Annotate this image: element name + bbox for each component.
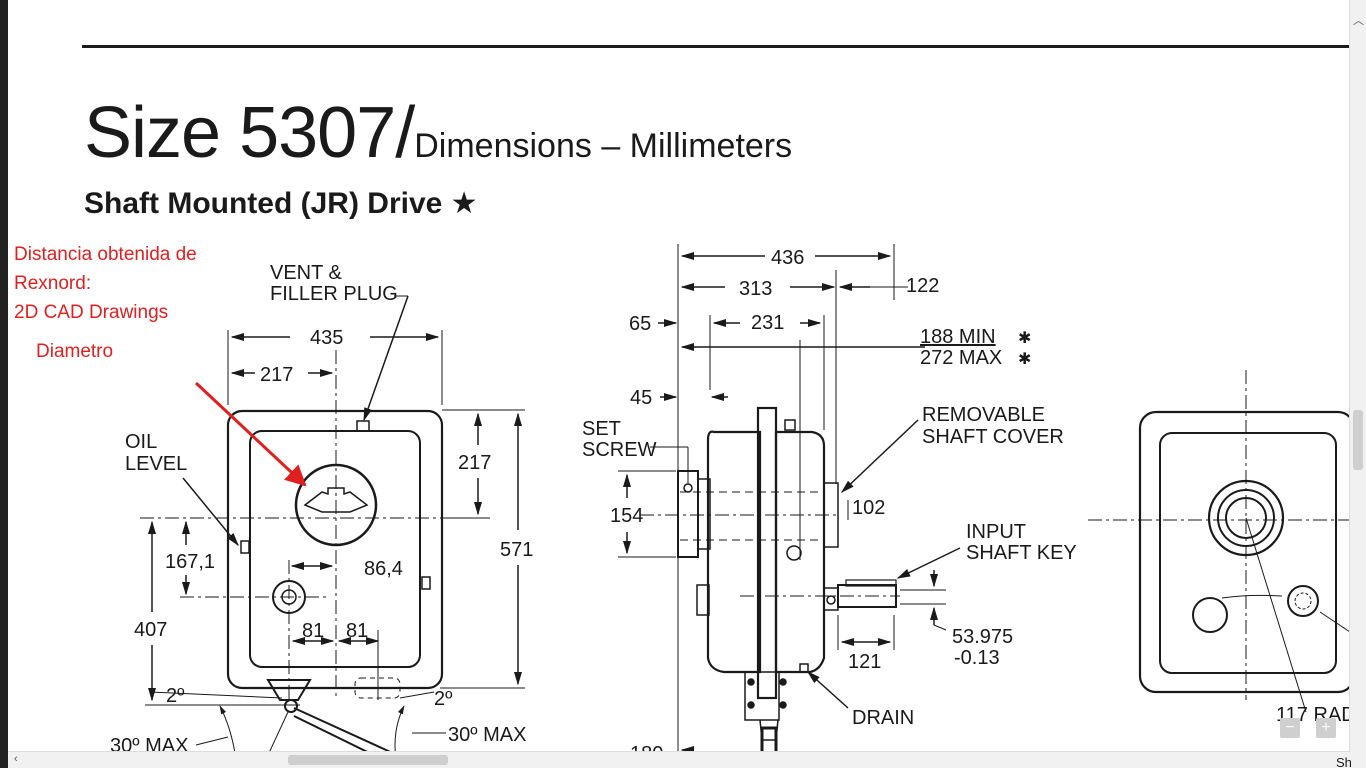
- oil-label-2: LEVEL: [125, 453, 187, 475]
- dim-231: 231: [751, 312, 784, 334]
- dim-65: 65: [629, 313, 651, 335]
- input-key-label-1: INPUT: [966, 521, 1026, 543]
- side-view: [618, 244, 961, 768]
- input-shaft-key: [845, 579, 897, 587]
- vent-label-2: FILLER PLUG: [270, 283, 398, 305]
- set-screw-label-1: SET: [582, 418, 621, 440]
- dim-53-975: 53.975: [952, 626, 1013, 648]
- dim-81-right: 81: [346, 620, 368, 642]
- rear-plug: [1192, 597, 1228, 633]
- title-units: Dimensions – Millimeters: [414, 127, 793, 165]
- rear-input-shaft: [1287, 585, 1319, 617]
- dim-102: 102: [852, 497, 885, 519]
- dim-217-vertical: 217: [458, 452, 491, 474]
- housing-inner: [249, 430, 421, 668]
- dim-154: 154: [610, 505, 643, 527]
- page-title: Size 5307/Dimensions – Millimeters: [84, 92, 792, 174]
- source-note: Distancia obtenida de Rexnord: 2D CAD Dr…: [14, 240, 197, 327]
- dim-436: 436: [771, 247, 804, 269]
- rear-housing-inner: [1159, 432, 1337, 674]
- removable-cover-label-2: SHAFT COVER: [922, 426, 1064, 448]
- red-pointer-arrow: [194, 381, 307, 487]
- housing-outer: [226, 409, 444, 690]
- bore-keyway: [303, 487, 369, 513]
- angle-right: 2º: [434, 688, 453, 710]
- input-key-label-2: SHAFT KEY: [966, 542, 1077, 564]
- oil-label-1: OIL: [125, 431, 157, 453]
- dim-313: 313: [739, 278, 772, 300]
- max-angle-right: 30º MAX: [448, 724, 526, 746]
- zoom-in-button[interactable]: +: [1316, 718, 1336, 738]
- rear-view: [1088, 370, 1366, 713]
- asterisk-2: ✱: [1018, 351, 1031, 368]
- dim-45: 45: [630, 387, 652, 409]
- side-plug: [421, 576, 431, 590]
- dim-122: 122: [906, 275, 939, 297]
- side-housing-left: [706, 430, 762, 674]
- source-note-line: 2D CAD Drawings: [14, 302, 169, 323]
- vertical-scrollbar[interactable]: ︿: [1349, 0, 1366, 768]
- side-flange: [756, 406, 778, 700]
- oil-plug: [240, 540, 250, 554]
- dim-435: 435: [310, 327, 343, 349]
- page-subtitle: Shaft Mounted (JR) Drive ★: [84, 187, 478, 220]
- drain-label: DRAIN: [852, 707, 914, 729]
- asterisk-1: ✱: [1018, 330, 1031, 347]
- vent-plug: [356, 420, 370, 432]
- dim-121: 121: [848, 651, 881, 673]
- set-screw-label-2: SCREW: [582, 439, 657, 461]
- side-view-labels: 436 313 122 65 231 188 MIN 272 MAX ✱ ✱ 4…: [582, 247, 1077, 765]
- dim-407: 407: [134, 619, 167, 641]
- vertical-scroll-thumb[interactable]: [1353, 410, 1363, 470]
- dim-272-max: 272 MAX: [920, 347, 1002, 369]
- header-rule: [82, 45, 1350, 48]
- dim-217-horizontal: 217: [260, 364, 293, 386]
- dim-86-4: 86,4: [364, 558, 403, 580]
- rear-housing-outer: [1138, 410, 1356, 694]
- title-size: Size 5307/: [84, 93, 415, 173]
- dim-167-1: 167,1: [165, 551, 215, 573]
- horizontal-scroll-thumb[interactable]: [288, 755, 448, 765]
- torque-arm-head: [266, 679, 312, 701]
- dim-minus-0-13: -0.13: [954, 647, 1000, 669]
- front-view-labels: VENT & FILLER PLUG OIL LEVEL 435 217 217…: [110, 262, 533, 768]
- window-left-edge: [0, 0, 8, 768]
- dim-188-min: 188 MIN: [920, 326, 996, 348]
- diameter-note: Diametro: [36, 341, 114, 362]
- angle-left: 2º: [166, 685, 185, 707]
- scroll-up-icon[interactable]: ︿: [1353, 15, 1364, 27]
- corner-peek-text: Sh: [1336, 755, 1352, 770]
- front-view: [140, 295, 525, 768]
- source-note-line: Distancia obtenida de: [14, 244, 197, 265]
- horizontal-scrollbar[interactable]: ‹: [8, 751, 1350, 768]
- vent-label-1: VENT &: [270, 262, 343, 284]
- source-note-line: Rexnord:: [14, 273, 92, 294]
- removable-cover-label-1: REMOVABLE: [922, 404, 1045, 426]
- scroll-left-icon[interactable]: ‹: [14, 753, 18, 765]
- dim-81-left: 81: [302, 620, 324, 642]
- zoom-out-button[interactable]: −: [1280, 718, 1300, 738]
- dim-571: 571: [500, 539, 533, 561]
